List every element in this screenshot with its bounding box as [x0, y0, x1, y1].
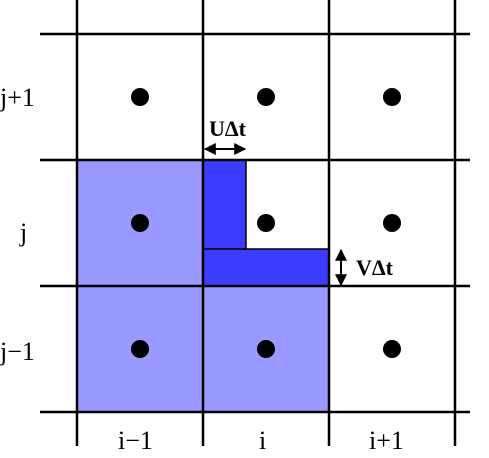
cell-center-dot	[383, 340, 401, 358]
row-label-j-minus-1: j−1	[0, 337, 35, 366]
row-label-j-plus-1: j+1	[0, 83, 35, 112]
u-dt-label: UΔt	[209, 116, 247, 141]
cell-center-dot	[257, 214, 275, 232]
cell-center-dot	[383, 214, 401, 232]
col-label-i-minus-1: i−1	[118, 426, 153, 455]
cell-center-dot	[257, 340, 275, 358]
cell-center-dot	[131, 88, 149, 106]
cell-center-dot	[257, 88, 275, 106]
cell-centers	[131, 88, 401, 358]
col-label-i: i	[259, 426, 266, 455]
row-label-j: j	[19, 218, 27, 247]
col-label-i-plus-1: i+1	[369, 426, 404, 455]
v-flux-strip	[202, 248, 330, 287]
v-dt-label: VΔt	[356, 255, 394, 280]
cell-center-dot	[383, 88, 401, 106]
cell-center-dot	[131, 214, 149, 232]
grid-lines	[40, 0, 470, 446]
cell-center-dot	[131, 340, 149, 358]
